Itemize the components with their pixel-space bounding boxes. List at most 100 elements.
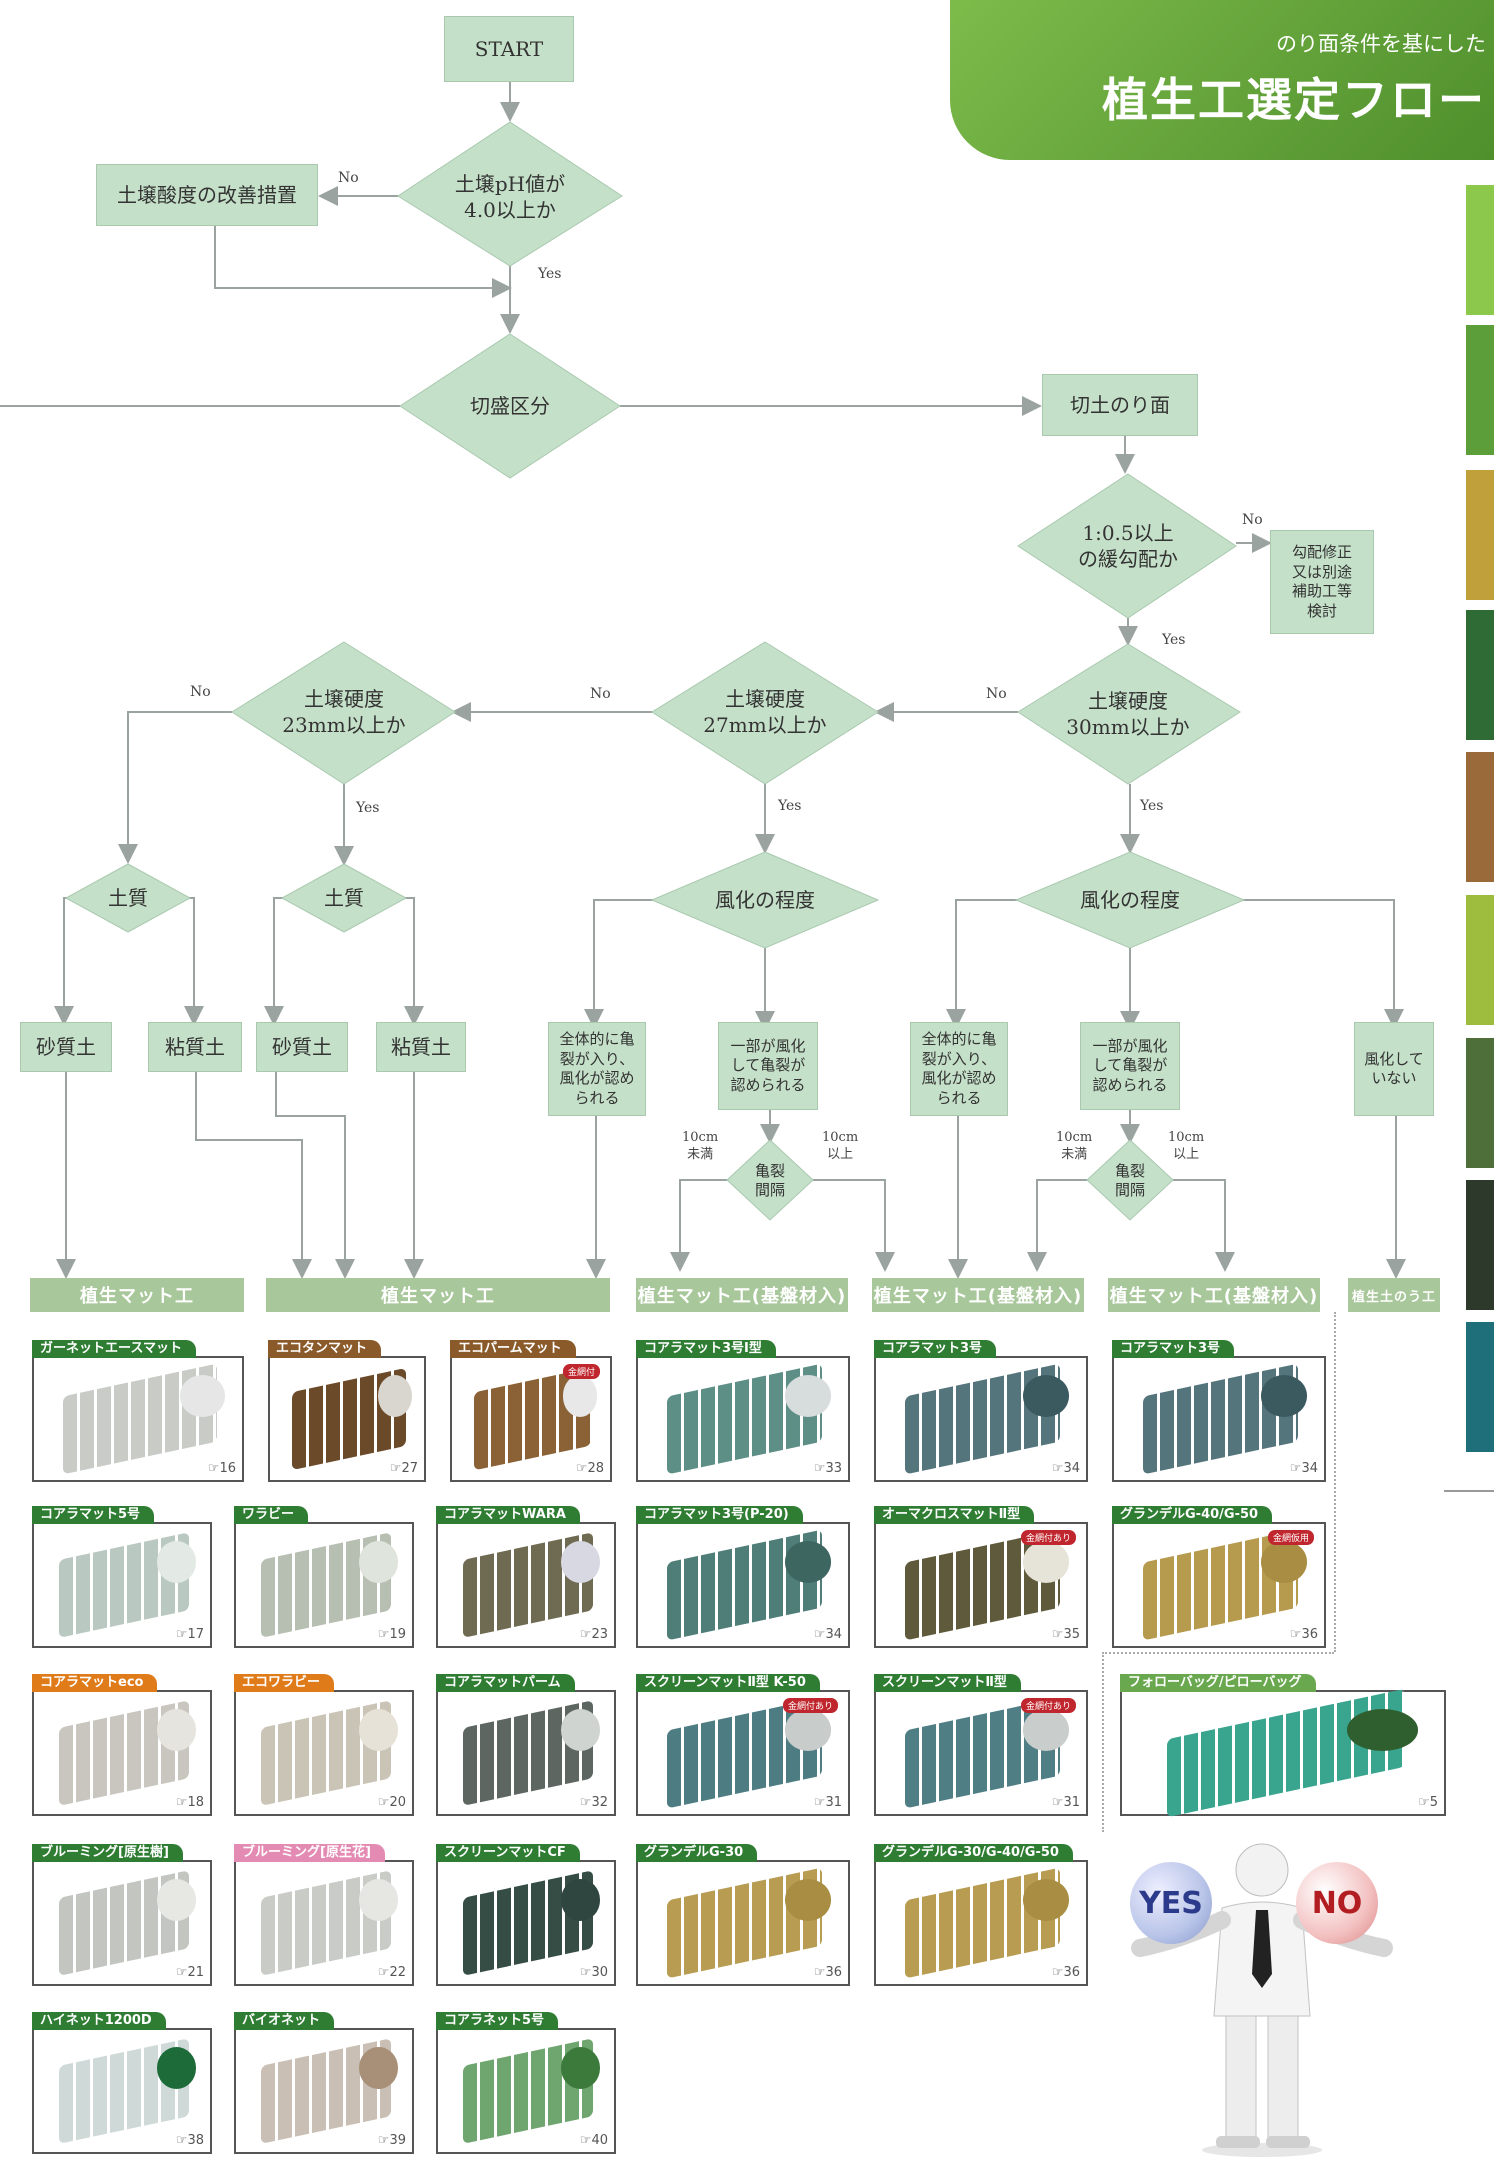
side-tab-2[interactable]: [1466, 325, 1494, 455]
page-reference: ☞19: [377, 1627, 406, 1642]
product-name: スクリーンマットⅡ型 K-50: [636, 1674, 820, 1692]
label-under-10cm: 10cm 未満: [1056, 1130, 1093, 1162]
product-name: ブルーミング[原生樹]: [32, 1844, 183, 1862]
product-card[interactable]: コアラマット3号☞34: [874, 1340, 1088, 1482]
page-reference: ☞17: [175, 1627, 204, 1642]
label-under-10cm: 10cm 未満: [682, 1130, 719, 1162]
start-node: START: [444, 16, 574, 82]
side-tab-5[interactable]: [1466, 752, 1494, 882]
product-name: フォローバッグ/ピローバッグ: [1120, 1674, 1316, 1692]
clay-soil-2: 粘質土: [376, 1022, 466, 1072]
side-tab-7[interactable]: [1466, 1038, 1494, 1168]
side-tab-8[interactable]: [1466, 1180, 1494, 1310]
label-no: No: [190, 684, 211, 700]
page-reference: ☞34: [813, 1627, 842, 1642]
mat-roll-end: [359, 1541, 398, 1583]
product-name: コアラマット3号: [1112, 1340, 1235, 1358]
product-card[interactable]: コアラマット3号(P-20)☞34: [636, 1506, 850, 1648]
mat-roll-end: [359, 1879, 398, 1921]
product-card[interactable]: ハイネット1200D☞38: [32, 2012, 212, 2154]
businessman-illustration: [1110, 1830, 1410, 2158]
weathered-part-2: 一部が風化 して亀裂が 認められる: [1080, 1022, 1180, 1110]
page-reference: ☞28: [575, 1461, 604, 1476]
product-name: グランデルG-30/G-40/G-50: [874, 1844, 1073, 1862]
product-card[interactable]: ブルーミング[原生樹]☞21: [32, 1844, 212, 1986]
page-reference: ☞22: [377, 1965, 406, 1980]
product-card[interactable]: エコワラビー☞20: [234, 1674, 414, 1816]
page-reference: ☞39: [377, 2133, 406, 2148]
mat-roll-end: [359, 1709, 398, 1751]
mat-roll-end: [562, 1375, 598, 1417]
wire-mesh-badge: 金網付: [562, 1364, 600, 1379]
product-card[interactable]: コアラマット3号Ⅰ型☞33: [636, 1340, 850, 1482]
product-name: スクリーンマットCF: [436, 1844, 580, 1862]
header-title: 植生工選定フロー: [1102, 73, 1486, 127]
not-weathered-box: 風化して いない: [1354, 1022, 1434, 1116]
side-tab-3[interactable]: [1466, 470, 1494, 600]
product-card[interactable]: エコタンマット☞27: [268, 1340, 426, 1482]
product-card[interactable]: コアラマット5号☞17: [32, 1506, 212, 1648]
product-card[interactable]: グランデルG-30☞36: [636, 1844, 850, 1986]
page-reference: ☞16: [207, 1461, 236, 1476]
page-reference: ☞31: [813, 1795, 842, 1810]
mat-roll-end: [1261, 1541, 1308, 1583]
weathered-whole-1: 全体的に亀 裂が入り、 風化が認め られる: [548, 1022, 646, 1116]
product-card[interactable]: コアラマットWARA☞23: [436, 1506, 616, 1648]
product-card[interactable]: コアラネット5号☞40: [436, 2012, 616, 2154]
wire-mesh-badge: 金網付あり: [782, 1698, 838, 1713]
product-name: コアラマットパーム: [436, 1674, 575, 1692]
cut-face-box: 切土のり面: [1042, 374, 1198, 436]
mat-roll-end: [785, 1879, 832, 1921]
yes-ball: YES: [1130, 1862, 1212, 1944]
mat-roll-end: [157, 1879, 196, 1921]
product-name: エコワラビー: [234, 1674, 335, 1692]
mat-roll-end: [561, 1709, 600, 1751]
product-card[interactable]: コアラマット3号☞34: [1112, 1340, 1326, 1482]
clay-soil-1: 粘質土: [148, 1022, 242, 1072]
side-tab-1[interactable]: [1466, 185, 1494, 315]
label-yes: Yes: [1140, 798, 1164, 814]
product-card[interactable]: バイオネット☞39: [234, 2012, 414, 2154]
page-reference: ☞38: [175, 2133, 204, 2148]
method-band-2: 植生マット工: [266, 1278, 610, 1312]
product-card[interactable]: ガーネットエースマット☞16: [32, 1340, 244, 1482]
sand-soil-2: 砂質土: [256, 1022, 348, 1072]
mat-roll-image: [1167, 1688, 1406, 1818]
product-name: エコタンマット: [268, 1340, 382, 1358]
product-card[interactable]: フォローバッグ/ピローバッグ ☞5: [1120, 1674, 1446, 1818]
mat-roll-end: [561, 1879, 600, 1921]
mat-roll-end: [561, 2047, 600, 2089]
product-name: コアラマット3号: [874, 1340, 997, 1358]
product-card[interactable]: グランデルG-30/G-40/G-50☞36: [874, 1844, 1088, 1986]
product-card[interactable]: スクリーンマットⅡ型金網付あり☞31: [874, 1674, 1088, 1816]
separator: [1102, 1652, 1104, 1832]
product-card[interactable]: オーマクロスマットⅡ型金網付あり☞35: [874, 1506, 1088, 1648]
mat-roll-end: [1023, 1541, 1070, 1583]
product-card[interactable]: スクリーンマットⅡ型 K-50 金網付あり ☞31: [636, 1674, 850, 1816]
wire-mesh-badge: 金網仮用: [1267, 1530, 1314, 1545]
page-reference: ☞5: [1418, 1795, 1438, 1810]
product-card[interactable]: スクリーンマットCF☞30: [436, 1844, 616, 1986]
side-tab-9[interactable]: [1466, 1322, 1494, 1452]
mat-roll-end: [157, 1709, 196, 1751]
mat-roll-end: [1023, 1879, 1070, 1921]
product-card[interactable]: コアラマットパーム☞32: [436, 1674, 616, 1816]
product-name: コアラマット3号Ⅰ型: [636, 1340, 776, 1358]
page-reference: ☞36: [1289, 1627, 1318, 1642]
mat-roll-end: [785, 1541, 832, 1583]
page-reference: ☞36: [813, 1965, 842, 1980]
product-card[interactable]: コアラマットeco☞18: [32, 1674, 212, 1816]
product-card[interactable]: ブルーミング[原生花]☞22: [234, 1844, 414, 1986]
method-band-4: 植生マット工(基盤材入): [872, 1278, 1084, 1312]
mat-roll-end: [785, 1375, 832, 1417]
header-subtitle: のり面条件を基にした: [1276, 32, 1486, 56]
product-card[interactable]: ワラビー☞19: [234, 1506, 414, 1648]
product-card[interactable]: エコパームマット金網付☞28: [450, 1340, 612, 1482]
side-tab-6[interactable]: [1466, 895, 1494, 1025]
label-yes: Yes: [356, 800, 380, 816]
side-tab-4[interactable]: [1466, 610, 1494, 740]
separator: [1102, 1652, 1334, 1654]
page-reference: ☞35: [1051, 1627, 1080, 1642]
